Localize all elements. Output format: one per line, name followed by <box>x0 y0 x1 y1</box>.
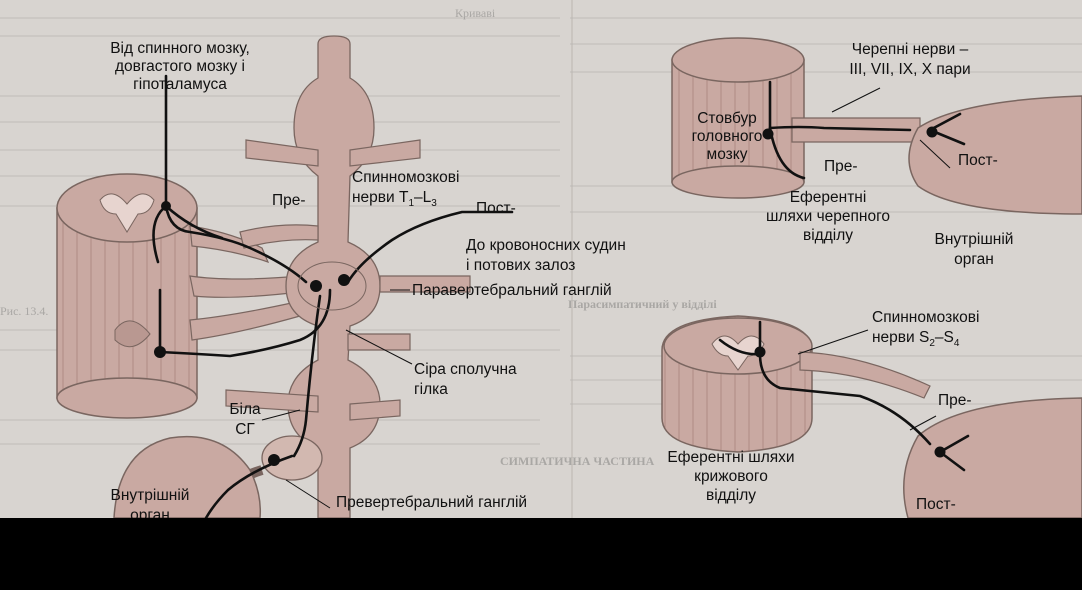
sacral-nerve-band <box>799 351 931 399</box>
synapse-nodes-sacral <box>754 346 946 458</box>
background-text: Парасимпатичний у відділі <box>568 297 717 311</box>
spinal-nerves-prefix: нерви T <box>352 189 409 206</box>
label-to-vessels: До кровоносних судин і потових залоз <box>466 237 626 274</box>
spinal-s-prefix: нерви S <box>872 329 930 346</box>
spinal-s-sub2: 4 <box>953 338 960 350</box>
internal-organ-right-top <box>908 95 1082 215</box>
spinal-s-main: Спинномозкові <box>872 309 980 326</box>
sacral-spinal-cord <box>661 315 813 453</box>
label-white-ramus: Біла СГ <box>229 401 261 438</box>
leader-lines-sacral <box>797 329 937 431</box>
label-efferent-sacral: Еферентні шляхи крижового відділу <box>667 449 795 504</box>
bottom-black-band <box>0 518 1082 590</box>
autonomic-nervous-system-diagram <box>0 0 1082 518</box>
label-pre-left: Пре- <box>272 192 306 209</box>
label-pre-cranial: Пре- <box>824 158 858 175</box>
spinal-nerves-sub1: 1 <box>408 198 415 210</box>
background-text: СИМПАТИЧНА ЧАСТИНА <box>500 454 655 468</box>
label-pre-sacral: Пре- <box>938 392 972 409</box>
background-text: Криваві <box>455 6 496 20</box>
label-cranial-nerves: Черепні нерви – III, VII, IX, X пари <box>849 41 971 78</box>
label-efferent-cranial: Еферентні шляхи черепного відділу <box>765 189 891 244</box>
synapse-nodes-cranial <box>762 126 938 140</box>
label-internal-organ-right: Внутрішній орган <box>934 231 1014 268</box>
spinal-s-sub1: 2 <box>929 338 935 350</box>
background-text: Рис. 13.4. <box>0 304 49 318</box>
label-spinal-nerves-t: Спинномозкові нерви T1–L3 <box>352 168 459 214</box>
spinal-nerves-sub2: 3 <box>431 198 437 210</box>
spinal-s-dash: –S <box>934 329 954 346</box>
spinal-nerves-dash: –L <box>414 189 432 206</box>
trunk-branches <box>225 139 471 421</box>
leader-lines-cranial <box>831 87 951 169</box>
label-brainstem: Стовбур головного мозку <box>691 110 763 163</box>
brainstem-cylinder <box>671 37 805 199</box>
spinal-nerves-main: Спинномозкові <box>352 169 460 186</box>
label-paravertebral: Паравертебральний ганглій <box>412 282 612 299</box>
spinal-cord-column <box>56 173 198 419</box>
label-prevertebral: Превертебральний ганглій <box>336 494 528 511</box>
internal-organ-left <box>113 435 262 518</box>
label-from-cns: Від спинного мозку, довгастого мозку і г… <box>110 40 250 93</box>
paravertebral-ganglion <box>297 261 367 311</box>
label-post-left: Пост- <box>476 200 516 217</box>
synapse-nodes-left <box>154 201 350 466</box>
leader-lines-left <box>261 289 413 509</box>
scanned-page: Криваві Рис. 13.4. СИМПАТИЧНА ЧАСТИНА Па… <box>0 0 1082 518</box>
label-spinal-nerves-s: Спинномозкові нерви S2–S4 <box>872 308 979 354</box>
label-post-sacral: Пост- <box>916 496 956 513</box>
internal-organ-right-bottom <box>903 397 1082 518</box>
label-internal-organ-left: Внутрішній орган <box>110 487 190 518</box>
label-post-cranial: Пост- <box>958 152 998 169</box>
label-gray-ramus: Сіра сполучна гілка <box>414 361 517 398</box>
sympathetic-pathways <box>152 74 514 518</box>
